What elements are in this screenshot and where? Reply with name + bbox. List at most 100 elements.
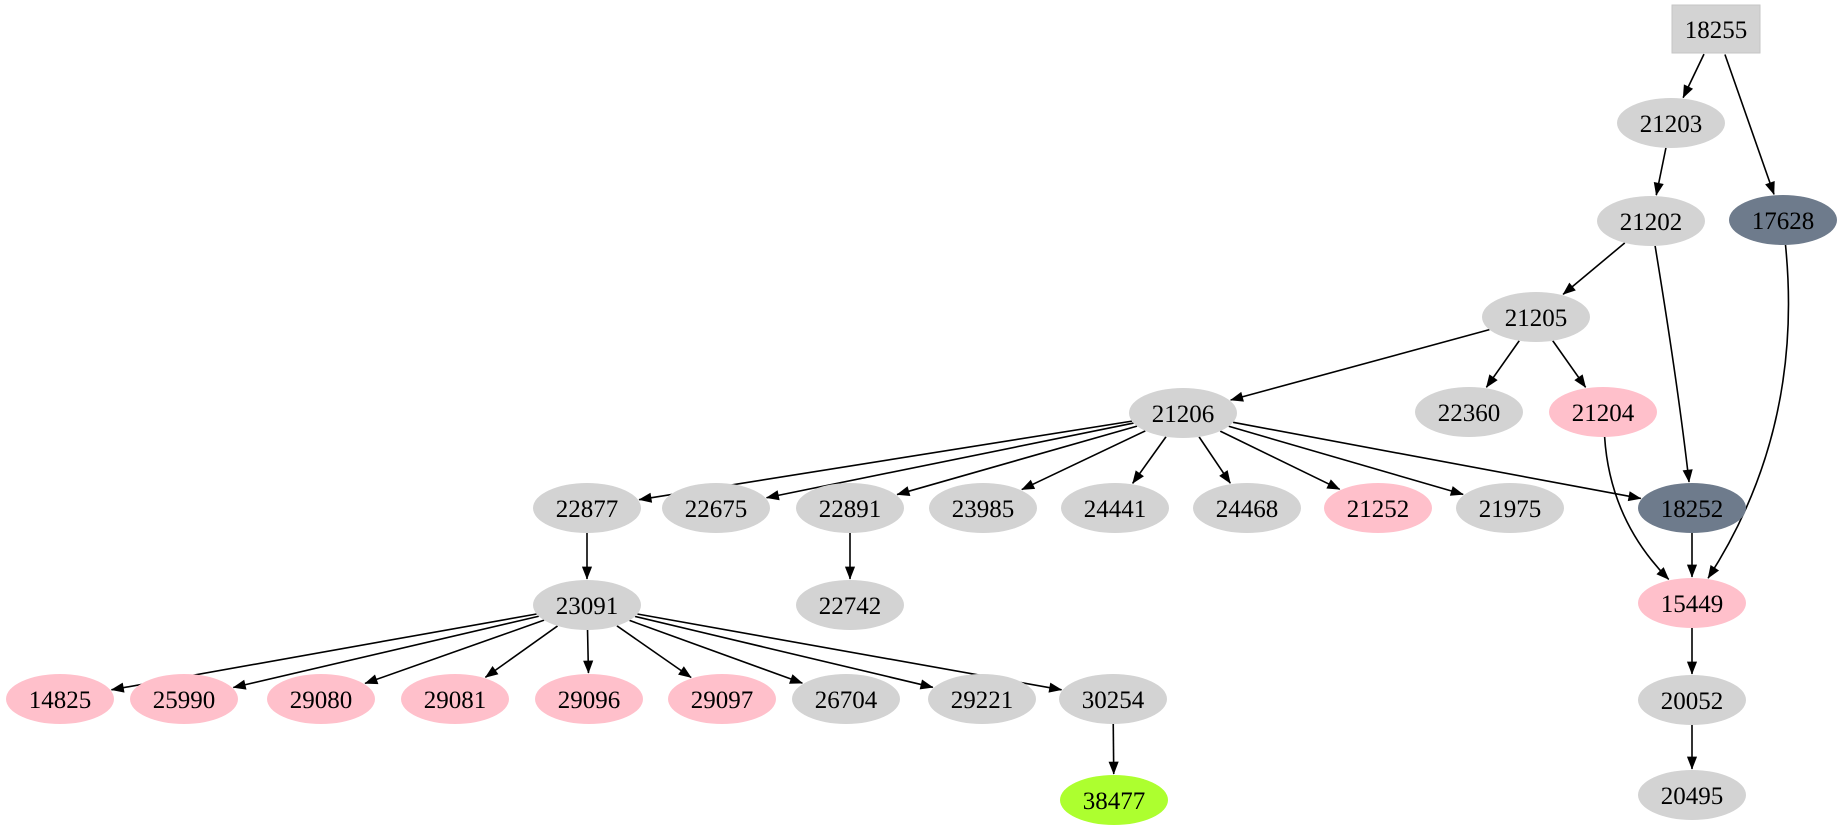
graph-node-24441: 24441 [1061, 483, 1169, 533]
node-label-21206: 21206 [1152, 401, 1215, 428]
node-label-22877: 22877 [556, 496, 619, 523]
node-label-29221: 29221 [951, 687, 1014, 714]
node-label-29080: 29080 [290, 687, 353, 714]
edge-21206-to-24441 [1131, 436, 1167, 484]
node-box-18255 [1671, 4, 1761, 54]
node-label-22360: 22360 [1438, 400, 1501, 427]
node-label-20495: 20495 [1661, 783, 1724, 810]
graph-node-21203: 21203 [1617, 98, 1725, 148]
node-label-30254: 30254 [1082, 687, 1145, 714]
edge-23091-to-29081 [484, 625, 559, 678]
graph-node-22877: 22877 [533, 483, 641, 533]
edge-21203-to-21202 [1653, 147, 1667, 196]
graph-node-21205: 21205 [1482, 292, 1590, 342]
node-ellipse-21202 [1597, 196, 1705, 246]
edge-21206-to-21252 [1219, 430, 1341, 491]
node-ellipse-21203 [1617, 98, 1725, 148]
graph-node-30254: 30254 [1059, 674, 1167, 724]
node-label-22675: 22675 [685, 496, 748, 523]
graph-node-29096: 29096 [535, 674, 643, 724]
node-ellipse-21204 [1549, 387, 1657, 437]
graph-node-29221: 29221 [928, 674, 1036, 724]
edge-21206-to-23985 [1021, 430, 1146, 491]
node-label-21975: 21975 [1479, 496, 1542, 523]
edge-21205-to-21204 [1552, 340, 1587, 388]
edge-17628-to-15449 [1707, 244, 1790, 579]
node-label-14825: 14825 [29, 687, 92, 714]
node-label-21203: 21203 [1640, 111, 1703, 138]
node-label-24468: 24468 [1216, 496, 1279, 523]
node-label-23985: 23985 [952, 496, 1015, 523]
node-ellipse-23091 [533, 580, 641, 630]
node-ellipse-22742 [796, 580, 904, 630]
node-label-20052: 20052 [1661, 688, 1724, 715]
node-label-21205: 21205 [1505, 305, 1568, 332]
graph-node-38477: 38477 [1060, 775, 1168, 825]
node-ellipse-24468 [1193, 483, 1301, 533]
node-label-17628: 17628 [1752, 208, 1815, 235]
node-ellipse-22675 [662, 483, 770, 533]
node-label-23091: 23091 [556, 593, 619, 620]
graph-node-14825: 14825 [6, 674, 114, 724]
node-ellipse-30254 [1059, 674, 1167, 724]
node-ellipse-22891 [796, 483, 904, 533]
graph-node-22675: 22675 [662, 483, 770, 533]
graph-node-21252: 21252 [1324, 483, 1432, 533]
node-label-29097: 29097 [691, 687, 754, 714]
node-label-21204: 21204 [1572, 400, 1635, 427]
graph-node-29097: 29097 [668, 674, 776, 724]
graph-node-18252: 18252 [1638, 483, 1746, 533]
node-ellipse-15449 [1638, 578, 1746, 628]
graph-node-17628: 17628 [1729, 195, 1837, 245]
graph-node-23985: 23985 [929, 483, 1037, 533]
graph-node-15449: 15449 [1638, 578, 1746, 628]
edge-18255-to-17628 [1724, 54, 1775, 195]
node-ellipse-29081 [401, 674, 509, 724]
graph-node-24468: 24468 [1193, 483, 1301, 533]
edge-21206-to-22675 [765, 422, 1134, 501]
node-ellipse-22360 [1415, 387, 1523, 437]
graph-node-22891: 22891 [796, 483, 904, 533]
node-label-25990: 25990 [153, 687, 216, 714]
graph-node-21204: 21204 [1549, 387, 1657, 437]
node-label-29096: 29096 [558, 687, 621, 714]
node-ellipse-24441 [1061, 483, 1169, 533]
node-ellipse-22877 [533, 483, 641, 533]
node-label-22742: 22742 [819, 593, 882, 620]
edge-23091-to-29097 [616, 625, 692, 679]
edge-21202-to-21205 [1562, 242, 1626, 295]
graph-node-21206: 21206 [1129, 388, 1237, 438]
graph-node-20495: 20495 [1638, 770, 1746, 820]
node-label-38477: 38477 [1083, 788, 1146, 815]
node-label-15449: 15449 [1661, 591, 1724, 618]
graph-node-29081: 29081 [401, 674, 509, 724]
graph-node-18255: 18255 [1671, 4, 1761, 54]
edge-21206-to-22891 [896, 425, 1138, 497]
edge-18255-to-21203 [1682, 53, 1705, 99]
node-label-21202: 21202 [1620, 209, 1683, 236]
node-label-21252: 21252 [1347, 496, 1410, 523]
graph-node-20052: 20052 [1638, 675, 1746, 725]
node-label-26704: 26704 [815, 687, 878, 714]
edge-21205-to-22360 [1485, 340, 1520, 388]
node-ellipse-21206 [1129, 388, 1237, 438]
edge-23091-to-29221 [634, 615, 934, 690]
edge-21202-to-18252 [1654, 245, 1693, 483]
edge-21206-to-21975 [1228, 425, 1464, 496]
edge-23091-to-26704 [629, 619, 803, 684]
graph-node-22742: 22742 [796, 580, 904, 630]
node-ellipse-29096 [535, 674, 643, 724]
graph-node-23091: 23091 [533, 580, 641, 630]
edge-23091-to-29080 [364, 619, 545, 685]
edge-23091-to-29096 [583, 629, 594, 674]
edges-layer [110, 53, 1790, 775]
edge-21206-to-18252 [1232, 421, 1642, 502]
node-ellipse-26704 [792, 674, 900, 724]
node-ellipse-25990 [130, 674, 238, 724]
node-ellipse-21205 [1482, 292, 1590, 342]
node-label-29081: 29081 [424, 687, 487, 714]
graph-node-26704: 26704 [792, 674, 900, 724]
graph-node-21202: 21202 [1597, 196, 1705, 246]
